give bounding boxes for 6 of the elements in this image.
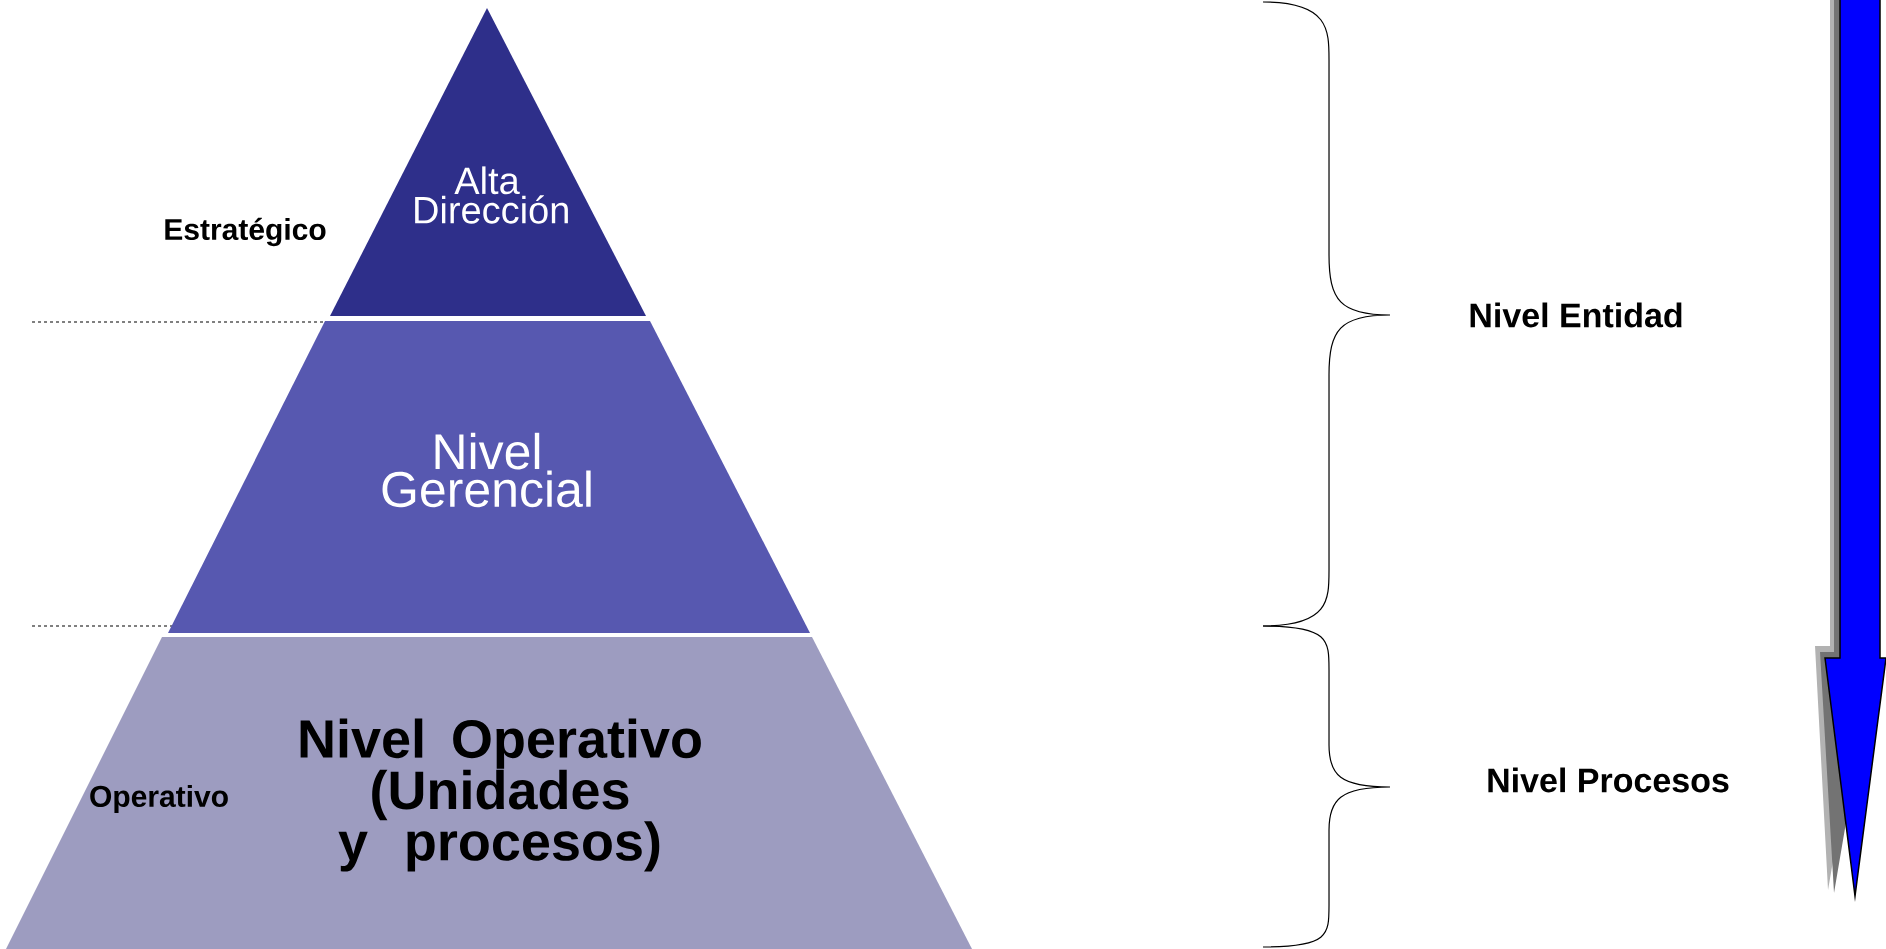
level-label: Nivel Procesos [1488, 767, 1729, 793]
level-label: Nivel Entidad [1470, 302, 1682, 328]
pyramid-tier: Nivel Gerencial [168, 321, 810, 633]
level-label: Estratégico [165, 217, 326, 247]
pyramid-tier: Alta Dirección [330, 8, 646, 316]
level-label: Operativo [90, 785, 228, 813]
